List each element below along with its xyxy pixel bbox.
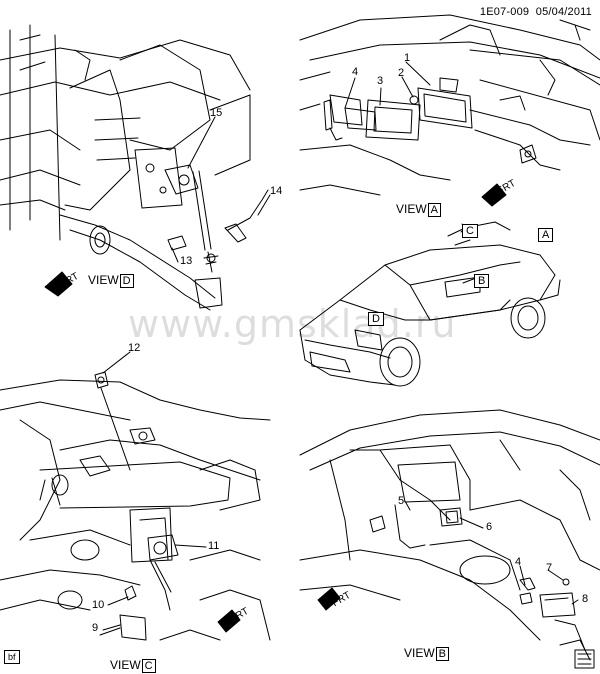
document-id: 1E07-009 05/04/2011 <box>480 6 592 18</box>
view-c-letter: C <box>141 659 156 673</box>
callout-13: 13 <box>180 255 193 267</box>
callout-9: 9 <box>92 622 99 634</box>
callout-12: 12 <box>128 342 141 354</box>
ref-box-c: C <box>462 224 478 238</box>
doc-date-text: 05/04/2011 <box>535 6 592 18</box>
callout-2: 2 <box>398 67 405 79</box>
watermark: www.gmsklad.ru <box>128 302 457 346</box>
callout-6: 6 <box>486 521 493 533</box>
ref-box-a: A <box>538 228 554 242</box>
doc-id-text: 1E07-009 <box>479 6 530 18</box>
corner-tag: bf <box>4 650 20 664</box>
view-d-illustration <box>0 24 271 311</box>
callout-4: 4 <box>352 66 359 78</box>
view-c-illustration <box>0 351 271 641</box>
callout-15: 15 <box>210 107 223 119</box>
view-a-prefix: VIEW <box>396 202 427 216</box>
view-c-prefix: VIEW <box>110 658 141 672</box>
view-a-letter: A <box>427 203 442 217</box>
view-b-letter: B <box>435 647 450 661</box>
ref-box-b: B <box>474 274 490 288</box>
callout-5: 5 <box>398 495 405 507</box>
callout-4b: 4 <box>515 556 522 568</box>
callout-1: 1 <box>404 52 411 64</box>
ref-box-d: D <box>368 312 384 326</box>
view-d-prefix: VIEW <box>88 273 119 287</box>
view-b-illustration <box>299 409 600 669</box>
callout-14: 14 <box>270 185 283 197</box>
callout-8: 8 <box>582 593 589 605</box>
callout-10: 10 <box>92 599 105 611</box>
callout-11: 11 <box>208 540 220 552</box>
view-b-prefix: VIEW <box>404 646 435 660</box>
callout-3: 3 <box>377 75 384 87</box>
car-illustration <box>299 221 561 387</box>
callout-7: 7 <box>546 562 553 574</box>
view-d-letter: D <box>119 274 134 288</box>
view-a-illustration <box>299 14 600 207</box>
